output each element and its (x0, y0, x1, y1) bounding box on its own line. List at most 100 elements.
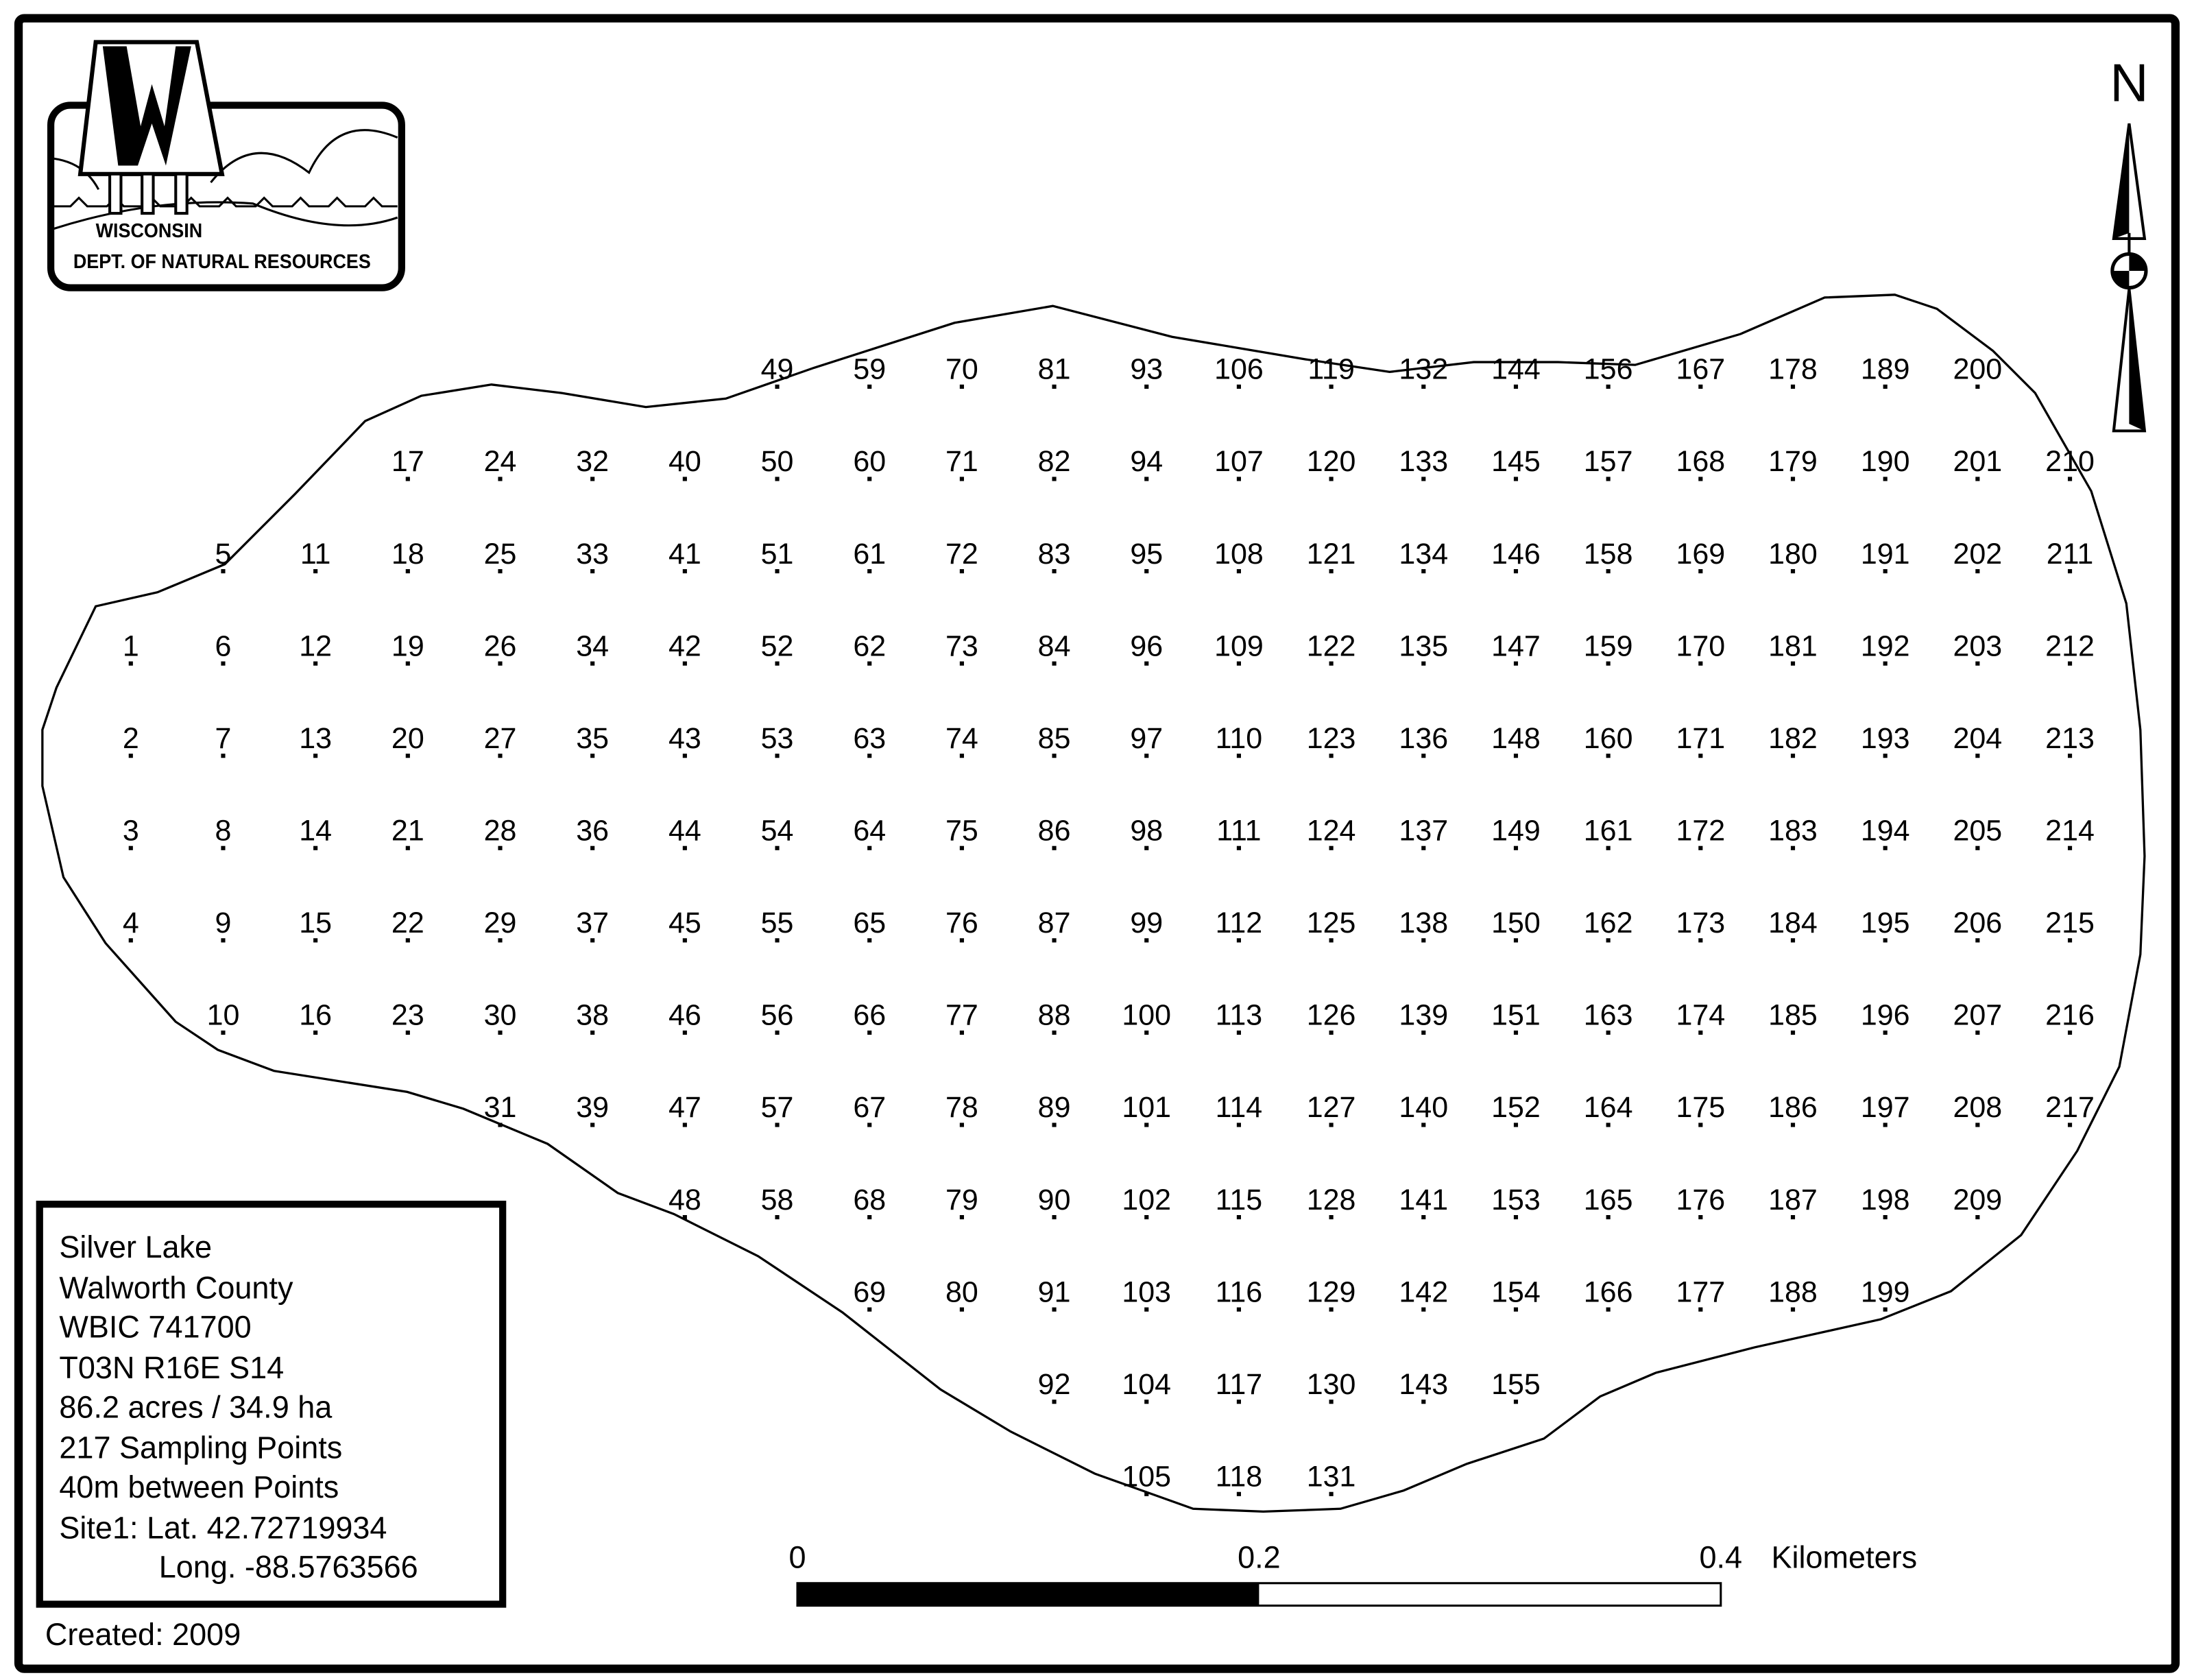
sampling-point-marker (1790, 754, 1796, 758)
sampling-point-marker (1975, 477, 1980, 481)
sampling-point-label: 17 (391, 445, 424, 478)
sampling-point-marker (682, 938, 687, 943)
sampling-point-label: 29 (484, 907, 517, 939)
sampling-point-label: 24 (484, 445, 517, 478)
sampling-point-label: 166 (1584, 1275, 1633, 1308)
sampling-point-marker (1421, 1030, 1426, 1035)
sampling-point-marker (1329, 1030, 1334, 1035)
sampling-point-label: 36 (576, 815, 609, 848)
sampling-point-label: 182 (1768, 722, 1818, 755)
sampling-point-label: 86 (1038, 815, 1071, 848)
sampling-point-label: 169 (1676, 538, 1725, 571)
sampling-point-marker (128, 661, 133, 666)
sampling-point-label: 162 (1584, 907, 1633, 939)
sampling-point-marker (1052, 1215, 1057, 1220)
sampling-point-label: 14 (299, 815, 332, 848)
sampling-point-label: 99 (1130, 907, 1163, 939)
sampling-point-marker (1329, 1215, 1334, 1220)
sampling-point-marker (2067, 1123, 2073, 1127)
sampling-point-marker (1698, 1030, 1703, 1035)
sampling-point-marker (1606, 384, 1611, 389)
sampling-point-label: 25 (484, 538, 517, 571)
sampling-point-marker (1052, 477, 1057, 481)
scale-label-end: 0.4 (1700, 1539, 1743, 1574)
sampling-point-label: 97 (1130, 722, 1163, 755)
sampling-point-marker (1698, 1215, 1703, 1220)
sampling-point-label: 47 (668, 1091, 701, 1124)
sampling-point-label: 51 (761, 538, 794, 571)
sampling-point-label: 126 (1307, 999, 1356, 1032)
sampling-point-marker (313, 938, 318, 943)
sampling-point-label: 116 (1216, 1275, 1263, 1308)
sampling-point-label: 152 (1491, 1091, 1541, 1124)
sampling-point-label: 12 (299, 629, 332, 662)
sampling-point-label: 77 (945, 999, 978, 1032)
sampling-point-marker (221, 1030, 226, 1035)
sampling-point-label: 82 (1038, 445, 1071, 478)
sampling-point-marker (1883, 845, 1888, 850)
sampling-point-marker (405, 568, 410, 574)
north-label: N (2110, 53, 2148, 112)
sampling-point-marker (1144, 754, 1149, 758)
sampling-point-label: 94 (1130, 445, 1163, 478)
sampling-point-marker (1790, 661, 1796, 666)
sampling-point-marker (1698, 384, 1703, 389)
sampling-point-label: 213 (2045, 722, 2095, 755)
sampling-point-marker (1513, 477, 1519, 481)
sampling-point-label: 197 (1861, 1091, 1910, 1124)
sampling-point-label: 164 (1584, 1091, 1633, 1124)
sampling-point-marker (1698, 845, 1703, 850)
sampling-point-label: 185 (1768, 999, 1818, 1032)
sampling-point-marker (1144, 1123, 1149, 1127)
sampling-point-label: 9 (215, 907, 232, 939)
sampling-point-label: 15 (299, 907, 332, 939)
sampling-point-label: 135 (1399, 629, 1448, 662)
legend-line-longitude: Long. -88.5763566 (159, 1550, 418, 1585)
sampling-point-marker (1513, 1400, 1519, 1404)
scale-bar: 0 0.2 0.4 Kilometers (788, 1539, 1917, 1607)
sampling-point-label: 179 (1768, 445, 1818, 478)
sampling-point-marker (498, 938, 503, 943)
sampling-point-label: 110 (1216, 722, 1263, 755)
sampling-point-label: 187 (1768, 1184, 1818, 1216)
sampling-point-label: 188 (1768, 1275, 1818, 1308)
sampling-point-label: 79 (945, 1184, 978, 1216)
sampling-point-marker (1975, 568, 1980, 574)
sampling-point-marker (775, 477, 780, 481)
sampling-point-marker (1052, 568, 1057, 574)
sampling-point-marker (867, 661, 872, 666)
sampling-point-label: 13 (299, 722, 332, 755)
sampling-point-marker (1421, 661, 1426, 666)
sampling-point-marker (1421, 477, 1426, 481)
logo-text-dnr: DEPT. OF NATURAL RESOURCES (73, 251, 371, 273)
sampling-point-label: 107 (1214, 445, 1264, 478)
sampling-point-marker (405, 845, 410, 850)
sampling-point-label: 21 (391, 815, 424, 848)
sampling-point-marker (1790, 384, 1796, 389)
sampling-point-label: 48 (668, 1184, 701, 1216)
sampling-point-label: 6 (215, 629, 232, 662)
sampling-point-marker (2067, 477, 2073, 481)
sampling-point-marker (1790, 845, 1796, 850)
sampling-point-marker (682, 1215, 687, 1220)
sampling-point-marker (2067, 754, 2073, 758)
sampling-point-label: 98 (1130, 815, 1163, 848)
sampling-point-marker (1421, 1307, 1426, 1312)
sampling-point-label: 154 (1491, 1275, 1541, 1308)
legend-line-wbic: WBIC 741700 (59, 1310, 251, 1345)
sampling-point-label: 72 (945, 538, 978, 571)
sampling-point-label: 16 (299, 999, 332, 1032)
sampling-point-label: 216 (2045, 999, 2095, 1032)
sampling-point-marker (221, 661, 226, 666)
sampling-point-marker (682, 845, 687, 850)
sampling-point-label: 122 (1307, 629, 1356, 662)
sampling-point-marker (1606, 1307, 1611, 1312)
sampling-point-marker (405, 754, 410, 758)
sampling-point-marker (1606, 568, 1611, 574)
sampling-point-marker (775, 1123, 780, 1127)
sampling-point-marker (1883, 754, 1888, 758)
sampling-point-marker (1421, 384, 1426, 389)
sampling-point-marker (1606, 1123, 1611, 1127)
sampling-point-marker (1790, 1030, 1796, 1035)
sampling-point-label: 140 (1399, 1091, 1448, 1124)
